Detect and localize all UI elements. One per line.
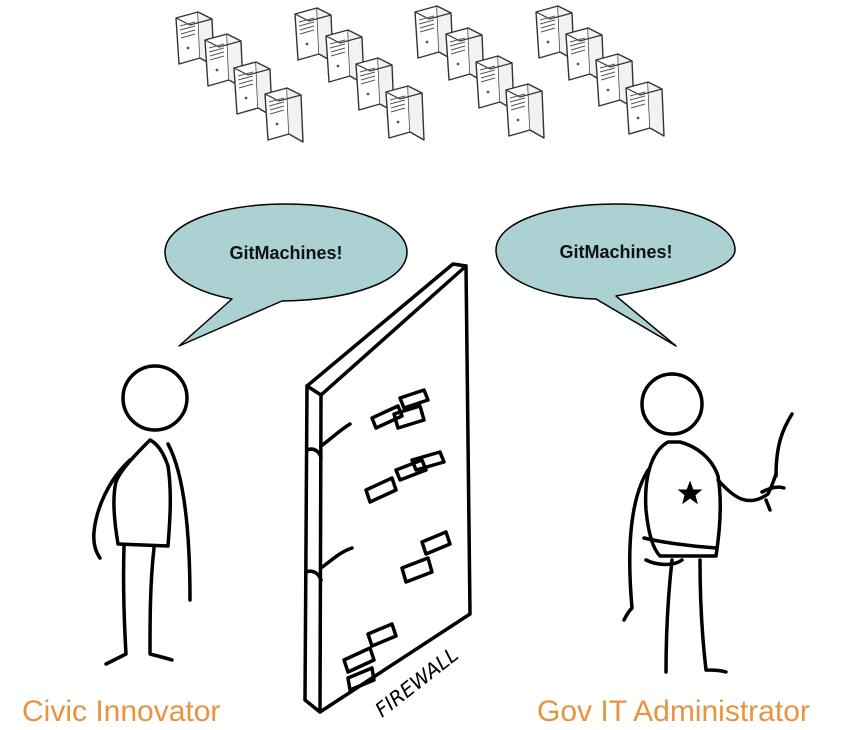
server-tower-icon [385,85,425,141]
server-group-4 [535,5,665,137]
speech-bubble-left-shape [164,203,408,347]
firewall-side [305,262,468,397]
speech-bubble-left-text: GitMachines! [229,243,342,263]
server-tower-icon [505,83,545,139]
speech-bubble-right-text: GitMachines! [559,242,672,262]
firewall-front [318,264,472,714]
server-group-3 [414,5,545,139]
firewall: FIREWALL [303,262,472,722]
server-group-2 [294,7,425,141]
speech-bubble-left: GitMachines! [164,203,408,347]
civic-innovator-figure [92,364,192,666]
server-tower-icon [264,87,304,143]
civic-innovator-head [121,364,189,432]
civic-innovator-label: Civic Innovator [22,695,220,728]
star-badge-icon [677,480,703,505]
speech-bubble-right: GitMachines! [495,203,736,347]
gov-it-administrator-head [640,372,704,436]
server-tower-icon [625,81,665,137]
sword-icon [774,412,794,478]
gov-it-administrator-figure [622,372,794,674]
speech-bubble-right-shape [495,203,736,347]
gov-it-administrator-label: Gov IT Administrator [537,695,810,728]
server-cluster [175,5,665,143]
civic-innovator-body [112,438,173,548]
firewall-label: FIREWALL [370,642,463,722]
gov-it-administrator-body [643,440,722,558]
server-group-1 [175,11,304,143]
